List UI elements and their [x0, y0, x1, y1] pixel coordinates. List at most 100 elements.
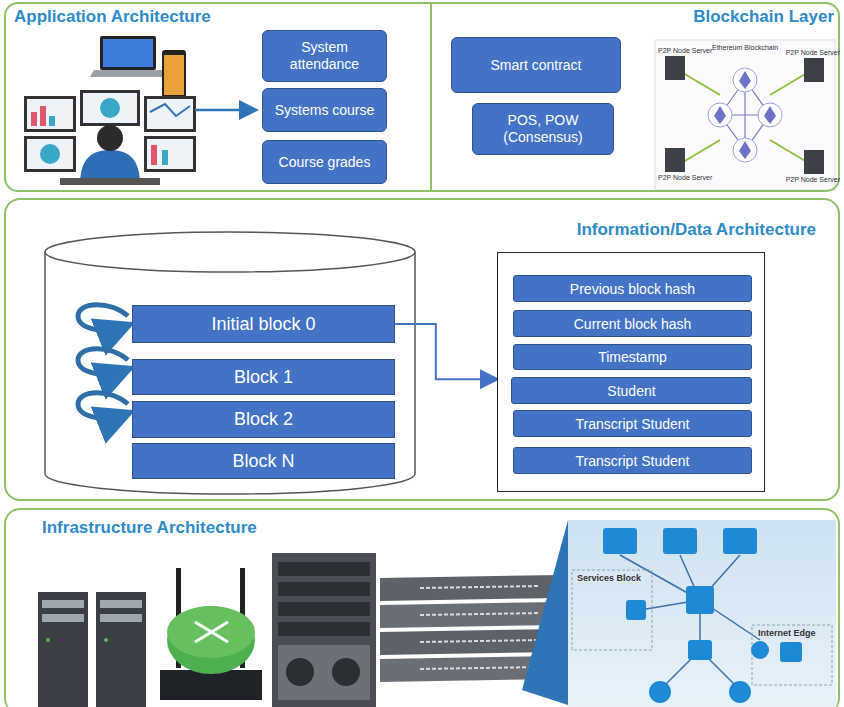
- block-field: Timestamp: [513, 344, 752, 370]
- drawing-part: [278, 562, 370, 576]
- box-label: Systems course: [275, 102, 375, 119]
- drawing-part: [286, 658, 314, 686]
- box-label: Transcript Student: [576, 416, 690, 432]
- drawing-part: [164, 55, 184, 95]
- drawing-part: [45, 232, 415, 272]
- drawing-part: [100, 98, 120, 118]
- drawing-part: [40, 106, 46, 126]
- drawing-part: [78, 349, 128, 374]
- process-box: Systems course: [262, 88, 387, 132]
- box-label: Transcript Student: [576, 453, 690, 469]
- drawing-part: [733, 138, 757, 162]
- box-label: System attendance: [269, 39, 380, 73]
- drawing-part: [751, 641, 769, 659]
- chassis-switch: [272, 553, 376, 707]
- panel-heading: Blockchain Layer: [693, 7, 834, 27]
- drawing-part: [150, 104, 190, 116]
- drawing-part: [96, 592, 146, 707]
- box-label: Current block hash: [574, 316, 692, 332]
- chain-block: Block N: [132, 443, 395, 479]
- drawing-part: [195, 622, 228, 642]
- ethereum-network-image: [655, 40, 835, 190]
- drawing-part: [27, 99, 73, 129]
- drawing-part: [723, 528, 757, 554]
- drawing-part: [272, 553, 376, 707]
- drawing-part: [780, 642, 802, 662]
- database-cylinder: [45, 232, 415, 494]
- drawing-part: [46, 638, 50, 642]
- drawing-part: [278, 562, 370, 636]
- drawing-part: [167, 606, 255, 658]
- drawing-part: [688, 640, 712, 660]
- drawing-part: [78, 305, 128, 330]
- process-box: Smart contract: [451, 37, 621, 93]
- drawing-part: [655, 40, 835, 190]
- drawing-part: [97, 125, 123, 151]
- drawing-part: [40, 144, 60, 164]
- drawing-part: [708, 103, 732, 127]
- drawing-part: [162, 50, 186, 100]
- box-label: POS, POW (Consensus): [479, 112, 607, 146]
- architecture-panel: Application ArchitectureSystem attendanc…: [4, 2, 432, 192]
- network-topology-image: [568, 520, 836, 707]
- drawing-part: [27, 139, 73, 169]
- drawing-part: [42, 600, 84, 608]
- drawing-part: [46, 638, 108, 642]
- drawing-part: [104, 638, 108, 642]
- node-label: P2P Node Server: [786, 176, 840, 183]
- block-field: Previous block hash: [513, 275, 752, 302]
- process-box: System attendance: [262, 30, 387, 82]
- drawing-part: [162, 150, 168, 165]
- drawing-part: [739, 141, 751, 159]
- drawing-part: [45, 252, 415, 494]
- drawing-part: [626, 600, 646, 620]
- drawing-part: [38, 592, 88, 707]
- drawing-part: [686, 586, 714, 614]
- drawing-part: [83, 93, 137, 123]
- drawing-part: [151, 145, 157, 165]
- image-caption: Ethereum Blockchain: [712, 44, 778, 51]
- drawing-part: [665, 56, 824, 174]
- drawing-part: [144, 96, 196, 132]
- panel-heading: Information/Data Architecture: [577, 220, 816, 240]
- drawing-part: [195, 622, 228, 642]
- box-label: Block 2: [234, 409, 293, 430]
- drawing-part: [286, 658, 360, 686]
- drawing-part: [195, 622, 228, 642]
- drawing-part: [278, 622, 370, 636]
- chain-block: Initial block 0: [132, 305, 395, 343]
- block-detail-box: Previous block hashCurrent block hashTim…: [497, 252, 765, 492]
- architecture-panel: Information/Data ArchitectureInitial blo…: [4, 198, 840, 501]
- block-field: Transcript Student: [513, 410, 752, 437]
- drawing-part: [144, 136, 196, 172]
- drawing-part: [804, 150, 824, 174]
- drawing-part: [714, 71, 776, 159]
- drawing-part: [420, 667, 540, 669]
- zone-label: Internet Edge: [757, 628, 817, 638]
- zoom-pointer: [522, 520, 568, 705]
- drawing-part: [729, 681, 751, 703]
- drawing-part: [100, 600, 142, 608]
- drawing-part: [100, 36, 156, 70]
- drawing-part: [678, 70, 812, 165]
- drawing-part: [380, 602, 560, 628]
- drawing-part: [420, 586, 540, 588]
- drawing-part: [160, 670, 262, 700]
- drawing-part: [49, 116, 55, 126]
- drawing-part: [764, 106, 776, 124]
- flow-arrow: [195, 109, 254, 112]
- drawing-part: [103, 39, 153, 67]
- drawing-part: [420, 586, 540, 669]
- drawing-part: [147, 99, 193, 129]
- drawing-part: [78, 393, 128, 418]
- block-field: Transcript Student: [513, 447, 752, 474]
- server-towers: [38, 592, 146, 707]
- drawing-part: [380, 575, 560, 601]
- drawing-part: [733, 68, 757, 92]
- node-label: P2P Node Server: [658, 174, 712, 181]
- drawing-part: [420, 640, 540, 642]
- zone-label: Services Block: [576, 573, 642, 583]
- box-label: Previous block hash: [570, 281, 695, 297]
- panel-heading: Infrastructure Architecture: [42, 518, 257, 538]
- drawing-part: [665, 56, 685, 80]
